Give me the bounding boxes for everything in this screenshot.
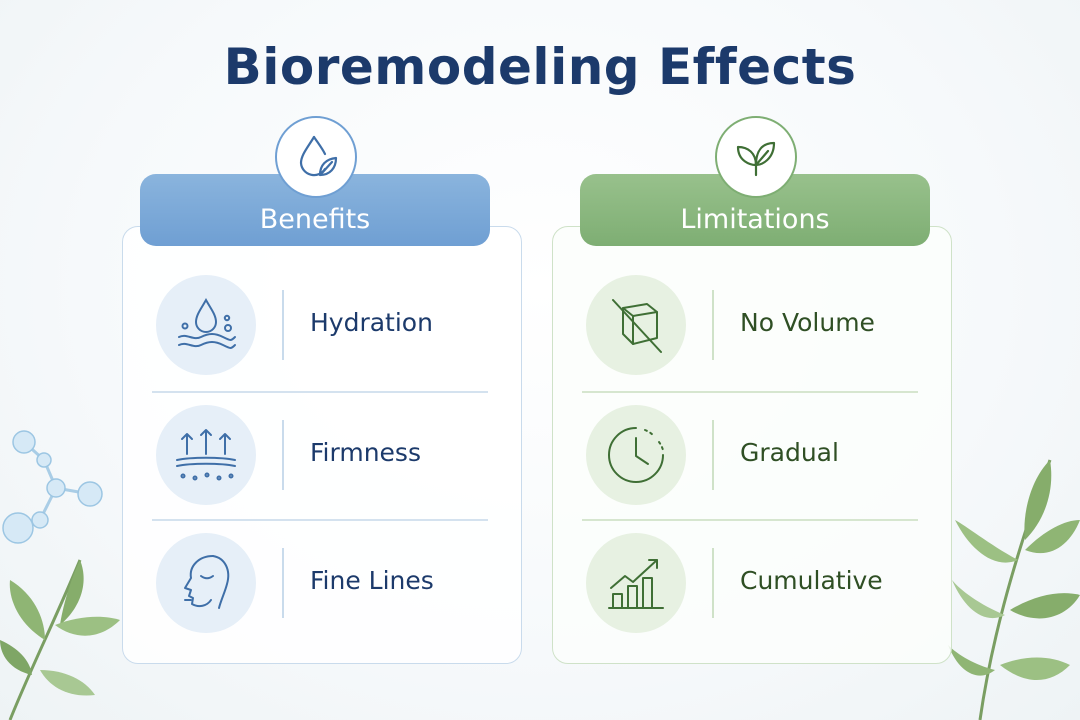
limitation-label: Gradual [740, 438, 839, 467]
limitations-badge [715, 116, 797, 198]
lift-arrows-icon [176, 429, 236, 481]
benefits-badge [275, 116, 357, 198]
divider [582, 391, 918, 393]
leaves-icon [736, 141, 776, 177]
droplet-waves-icon [178, 297, 236, 349]
limitation-label: No Volume [740, 308, 875, 337]
rising-bar-chart-icon [608, 559, 664, 609]
page-title: Bioremodeling Effects [223, 38, 857, 96]
benefit-label: Fine Lines [310, 566, 434, 595]
water-drop-leaf-icon [299, 135, 338, 177]
molecule-decoration [2, 430, 103, 544]
divider [152, 519, 488, 521]
leaves-decoration-left [0, 559, 120, 720]
benefit-label: Hydration [310, 308, 433, 337]
divider [152, 391, 488, 393]
divider [582, 519, 918, 521]
leaves-decoration-right [948, 459, 1080, 720]
limitation-label: Cumulative [740, 566, 883, 595]
face-profile-icon [184, 555, 230, 609]
crossed-cube-icon [612, 299, 662, 353]
clock-icon [608, 427, 664, 483]
benefit-label: Firmness [310, 438, 421, 467]
